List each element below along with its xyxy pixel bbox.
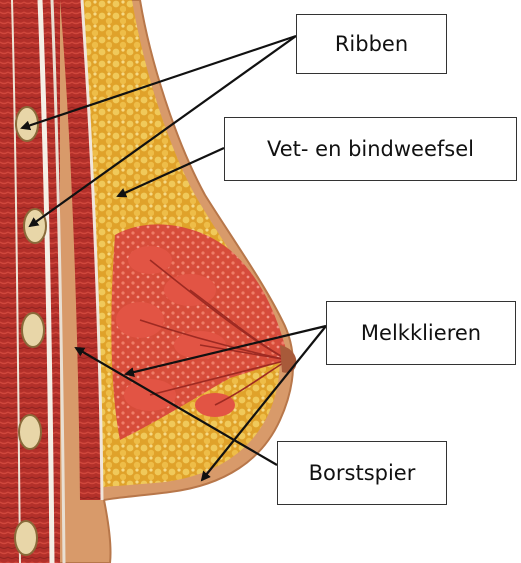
label-fat-tissue: Vet- en bindweefsel: [224, 117, 517, 181]
label-ribs: Ribben: [296, 14, 447, 74]
label-milk-glands: Melkklieren: [326, 301, 516, 365]
nipple: [280, 345, 296, 373]
label-pectoral-muscle: Borstspier: [277, 441, 447, 505]
